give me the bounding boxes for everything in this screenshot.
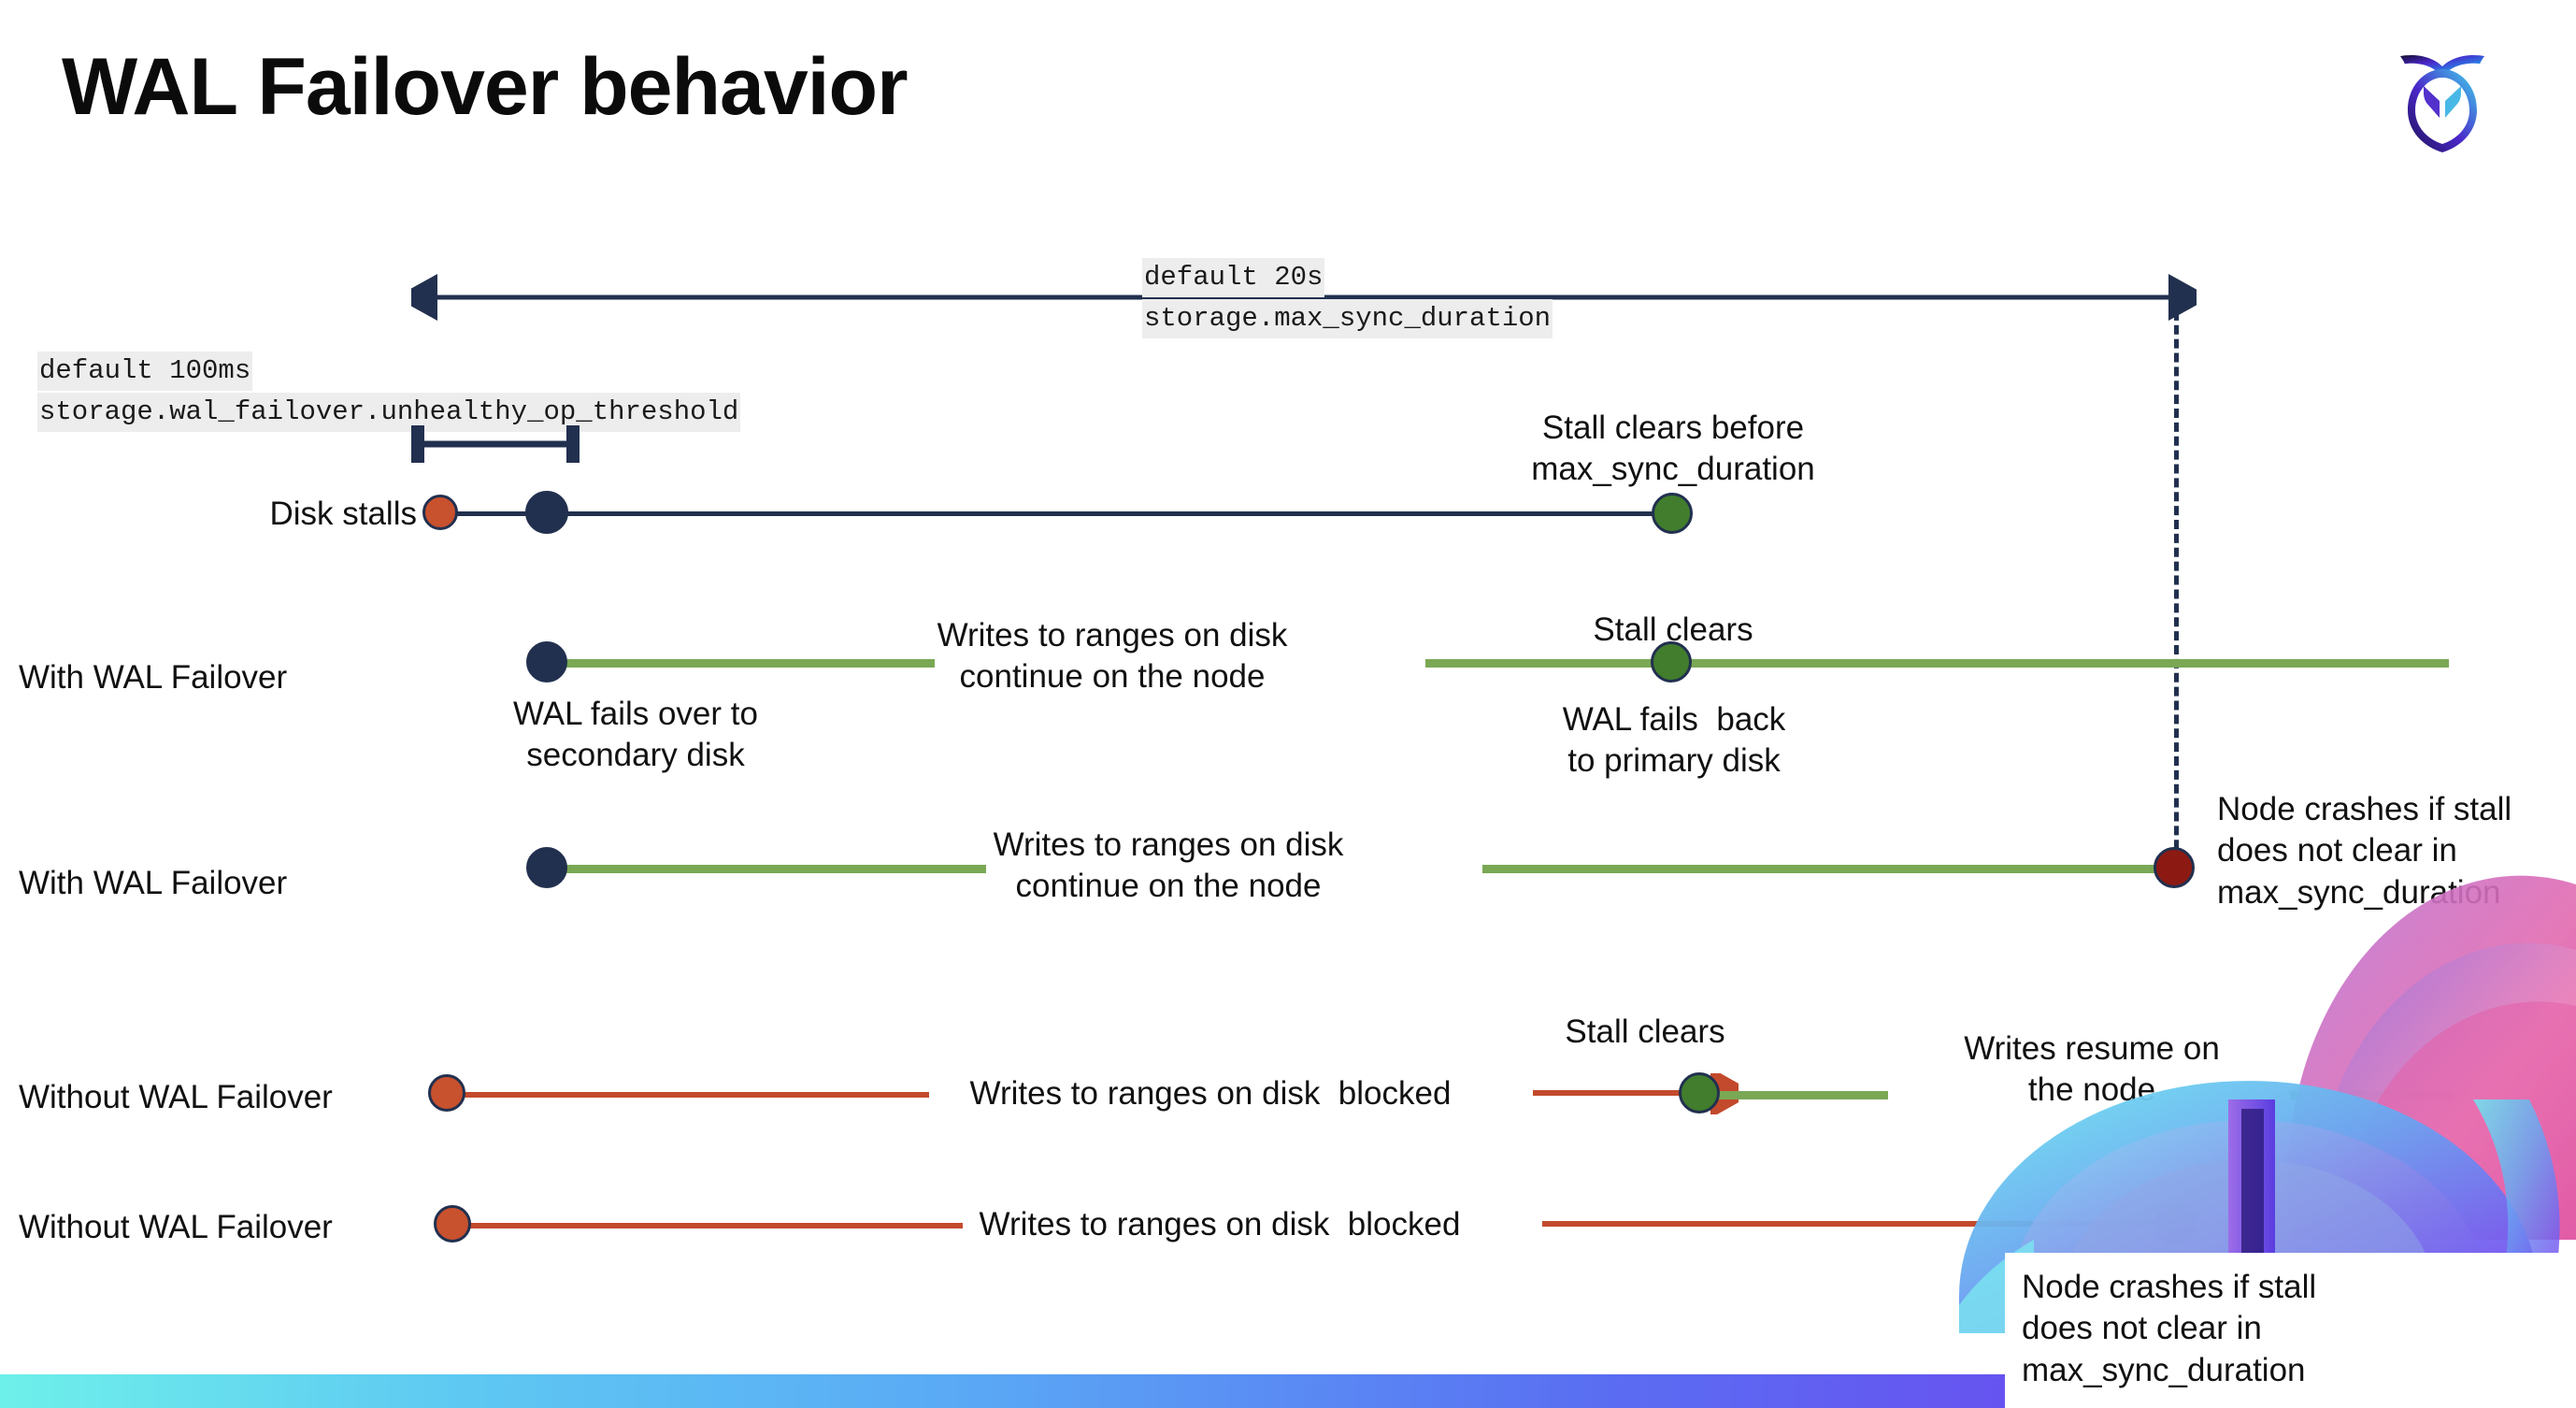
cockroachdb-logo-icon <box>2372 28 2512 166</box>
max-sync-duration-guideline <box>2174 297 2179 877</box>
row4-green-segment <box>1710 1091 1888 1099</box>
note-stall-clears-row4: Stall clears <box>1565 1013 1725 1050</box>
unhealthy-op-threshold-arrow <box>411 425 580 463</box>
row3-green-segment-left <box>542 865 986 873</box>
note-wal-fails-over: WAL fails over to secondary disk <box>513 696 758 774</box>
row4-red-segment-left <box>452 1092 929 1098</box>
row5-red-segment-left <box>458 1223 963 1228</box>
node-crash-callout-box <box>2005 1253 2576 1408</box>
disk-stall-start-dot <box>422 495 458 530</box>
row-label-without-wal-failover-1: Without WAL Failover <box>19 1079 333 1115</box>
note-writes-continue-2: Writes to ranges on disk continue on the… <box>993 826 1344 905</box>
row2-green-segment-left <box>542 659 935 668</box>
disk-stall-failover-dot <box>525 491 568 534</box>
row4-stall-start-dot <box>428 1074 465 1112</box>
row5-stall-start-dot <box>434 1205 471 1243</box>
max-sync-setting-label: storage.max_sync_duration <box>1142 299 1553 339</box>
note-stall-clears-before: Stall clears before max_sync_duration <box>1531 409 1815 488</box>
page-title: WAL Failover behavior <box>62 42 909 132</box>
unhealthy-op-setting-label: storage.wal_failover.unhealthy_op_thresh… <box>37 393 741 433</box>
note-writes-continue-1: Writes to ranges on disk continue on the… <box>937 617 1288 696</box>
row2-failover-dot <box>526 641 567 682</box>
max-sync-default-label: default 20s <box>1142 258 1325 298</box>
row2-stall-clears-dot <box>1651 641 1692 682</box>
row-label-without-wal-failover-2: Without WAL Failover <box>19 1209 333 1245</box>
row3-failover-dot <box>526 847 567 888</box>
disk-stall-timeline <box>439 511 1682 516</box>
note-writes-blocked-1: Writes to ranges on disk blocked <box>969 1075 1452 1112</box>
note-node-crashes-row5: Node crashes if stall does not clear in … <box>2022 1269 2317 1388</box>
disk-stall-clears-dot <box>1652 493 1693 534</box>
row3-green-segment-right <box>1482 865 2174 873</box>
unhealthy-op-default-label: default 100ms <box>37 352 253 392</box>
row2-green-segment-right <box>1425 659 2449 668</box>
row-label-with-wal-failover-1: With WAL Failover <box>19 659 288 696</box>
row4-stall-clears-dot <box>1679 1072 1720 1113</box>
note-wal-fails-back: WAL fails back to primary disk <box>1562 701 1786 780</box>
note-writes-blocked-2: Writes to ranges on disk blocked <box>979 1206 1461 1243</box>
row-label-with-wal-failover-2: With WAL Failover <box>19 865 288 901</box>
row3-node-crash-dot <box>2154 847 2195 888</box>
note-stall-clears-row2: Stall clears <box>1593 611 1753 648</box>
note-writes-resume: Writes resume on the node <box>1964 1030 2220 1109</box>
row-label-disk-stalls: Disk stalls <box>269 496 417 532</box>
